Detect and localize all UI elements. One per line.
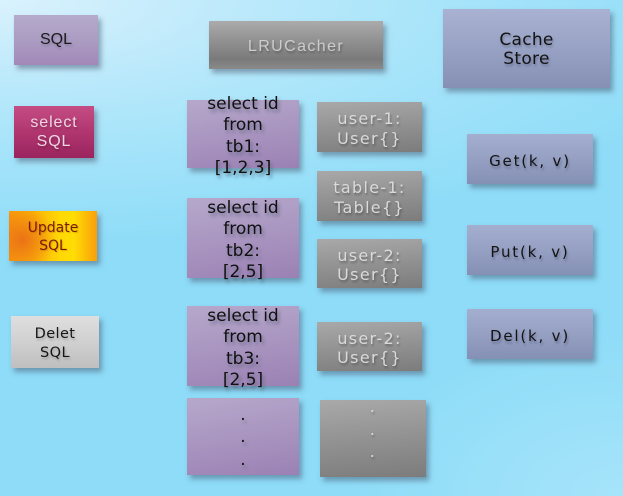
cache-entry-box-table1: table-1: Table{} bbox=[317, 171, 422, 221]
query-box-tb1-text: select id from tb1: [1,2,3] bbox=[207, 93, 279, 179]
query-box-tb3: select id from tb3: [2,5] bbox=[187, 306, 299, 390]
cache-entry-box-user2b: user-2: User{} bbox=[317, 322, 422, 371]
cache-entry-user2a-text: user-2: User{} bbox=[337, 245, 402, 285]
cache-entry-box-user2a: user-2: User{} bbox=[317, 239, 422, 288]
select-sql-box-label: select SQL bbox=[30, 114, 78, 150]
query-box-tb3-text: select id from tb3: [2,5] bbox=[207, 305, 279, 391]
query-box-ellipsis-text: . . . bbox=[240, 404, 246, 470]
query-box-tb2-text: select id from tb2: [2,5] bbox=[207, 197, 279, 283]
cache-entry-user2b-text: user-2: User{} bbox=[337, 328, 402, 368]
query-box-tb2: select id from tb2: [2,5] bbox=[187, 198, 299, 282]
lrucacher-box: LRUCacher bbox=[209, 21, 383, 69]
sql-box: SQL bbox=[14, 15, 98, 65]
delete-sql-box: Delet SQL bbox=[11, 316, 99, 368]
delete-sql-box-label: Delet SQL bbox=[34, 325, 76, 361]
query-box-tb1: select id from tb1: [1,2,3] bbox=[187, 94, 299, 178]
lrucacher-label: LRUCacher bbox=[247, 37, 345, 55]
cache-entry-table1-text: table-1: Table{} bbox=[333, 178, 406, 217]
select-sql-box: select SQL bbox=[14, 106, 94, 158]
del-operation-box: Del(k, v) bbox=[467, 309, 593, 359]
get-operation-label: Get(k, v) bbox=[489, 152, 571, 170]
cache-store-box: Cache Store bbox=[443, 9, 610, 88]
cache-entry-ellipsis-text: . . . bbox=[369, 397, 377, 462]
del-operation-label: Del(k, v) bbox=[490, 327, 570, 345]
cache-entry-box-ellipsis: . . . bbox=[320, 397, 426, 477]
cache-entry-user1-text: user-1: User{} bbox=[337, 109, 402, 148]
cache-store-label: Cache Store bbox=[499, 30, 554, 69]
put-operation-label: Put(k, v) bbox=[490, 243, 570, 261]
cache-entry-box-user1: user-1: User{} bbox=[317, 102, 422, 152]
sql-box-label: SQL bbox=[39, 31, 72, 48]
get-operation-box: Get(k, v) bbox=[467, 134, 593, 184]
query-box-ellipsis: . . . bbox=[187, 398, 299, 475]
put-operation-box: Put(k, v) bbox=[467, 225, 593, 275]
update-sql-box-label: Update SQL bbox=[27, 220, 79, 254]
update-sql-box: Update SQL bbox=[9, 211, 97, 261]
